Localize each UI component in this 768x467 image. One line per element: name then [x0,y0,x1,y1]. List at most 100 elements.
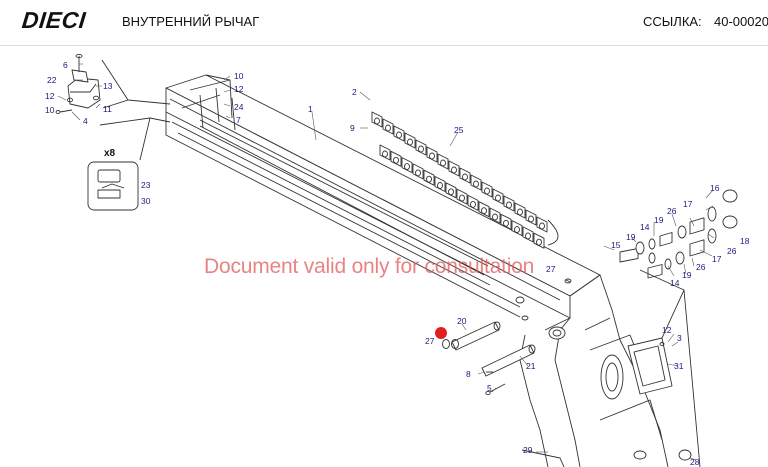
chain-link [470,174,482,191]
chain-link [415,139,427,156]
wear-plate-detail [87,161,139,211]
chain-link [456,188,468,205]
callout-6: 6 [63,60,68,70]
chain-link [522,226,534,243]
callout-17a: 17 [683,199,693,209]
chain-pin [514,226,520,234]
chain-pin [451,166,457,174]
chain-link [426,146,438,163]
callout-27a: 27 [546,264,556,274]
callout-22: 22 [47,75,57,85]
chain-link [401,157,413,174]
chain-link [489,207,501,224]
callout-23: 23 [141,180,151,190]
chain-link [390,150,402,167]
fitting-ring [677,225,687,239]
chain-link [404,132,416,149]
callout-29: 29 [523,445,533,455]
callout-26c: 26 [696,262,706,272]
chain-link [448,160,460,177]
chain-pin [396,131,402,139]
chain-pin [437,182,443,189]
callout-3: 3 [677,333,682,343]
chain-pin [448,188,454,196]
chain-pin [495,194,501,202]
chain-pin [418,145,424,153]
chain-pin [393,156,399,164]
callout-14b: 14 [670,278,680,288]
chain-link [503,195,515,212]
chain-link [514,202,526,219]
chain-pin [503,219,509,227]
callout-17b: 17 [712,254,722,264]
part-callouts: 6 22 13 12 10 11 4 10 12 24 7 1 2 9 25 x… [45,60,750,467]
consultation-watermark: Document valid only for consultation [204,255,535,278]
chain-pin [536,238,542,246]
fitting-ring [648,238,656,250]
chain-pin [484,187,490,195]
fitting-body [689,217,705,235]
callout-18: 18 [740,236,750,246]
chain-pin [525,232,531,240]
chain-link [437,153,449,170]
callout-16: 16 [710,183,720,193]
callout-2: 2 [352,87,357,97]
chain-link [481,181,493,198]
fitting-ring [722,189,738,203]
reference-label: ССЫЛКА: [643,14,702,29]
chain-pin [473,180,479,188]
chain-pin [440,159,446,167]
callout-1: 1 [308,104,313,114]
callout-10a: 10 [45,105,55,115]
reference-value[interactable]: 40-00020 [714,14,768,29]
callout-21: 21 [526,361,536,371]
callout-12a: 12 [45,91,55,101]
callout-15: 15 [611,240,621,250]
chain-pin [539,222,545,230]
chain-pin [407,138,413,146]
chain-link [533,232,545,249]
chain-bend [547,219,559,246]
callout-11: 11 [103,104,112,114]
chain-link [445,182,457,199]
chain-link [371,111,383,128]
callout-19b: 19 [626,232,636,242]
fitting-ring [635,241,645,255]
bracket-assembly [55,53,101,114]
chain-link [525,209,537,226]
chain-link [511,220,523,237]
chain-pin [492,213,498,221]
chain-link [467,194,479,211]
selection-marker[interactable] [435,327,447,339]
callout-25: 25 [454,125,464,135]
callout-12b: 12 [234,84,244,94]
cover-plate [627,269,701,467]
header-divider [0,45,768,46]
chain-pin [382,150,388,158]
callout-19a: 19 [654,215,664,225]
chain-pin [385,124,391,132]
chain-pin [374,117,380,125]
chain-pin [426,175,432,183]
callout-8: 8 [466,369,471,379]
chain-link [459,167,471,184]
cable-drag-chain [371,111,559,249]
callout-24: 24 [234,102,244,112]
chain-link [434,176,446,192]
callout-7: 7 [236,115,241,125]
callout-30: 30 [141,196,151,206]
fitting-ring [648,252,656,264]
chain-pin [429,152,435,160]
chain-link [423,169,435,186]
chain-pin [462,173,468,181]
callout-14a: 14 [640,222,650,232]
pins [442,321,536,396]
callout-31: 31 [674,361,684,371]
chain-pin [517,208,523,216]
page-title: ВНУТРЕННИЙ РЫЧАГ [122,14,260,29]
chain-pin [470,200,476,208]
fitting-body [619,248,639,263]
callout-9: 9 [350,123,355,133]
callout-20: 20 [457,316,467,326]
